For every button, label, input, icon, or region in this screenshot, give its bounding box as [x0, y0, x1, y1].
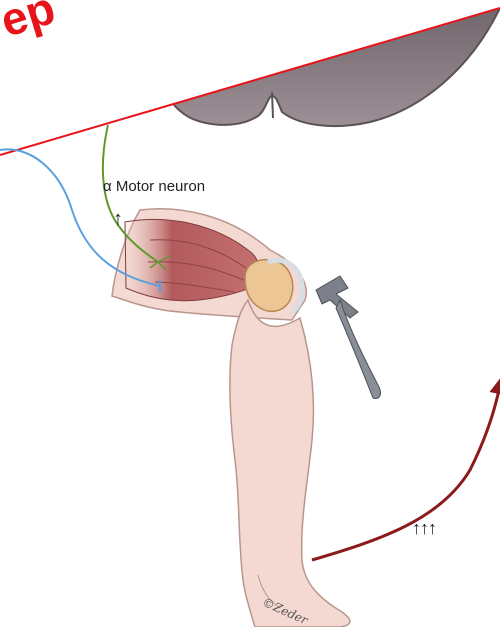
reflex-hammer-icon [316, 276, 380, 398]
lower-leg [230, 300, 350, 627]
reflex-arrow [312, 385, 500, 560]
up-arrow-icon: ↑ [113, 208, 123, 231]
triple-up-arrow-label: ↑↑↑ [412, 518, 436, 539]
alpha-motor-neuron-label: α Motor neuron [103, 178, 205, 195]
